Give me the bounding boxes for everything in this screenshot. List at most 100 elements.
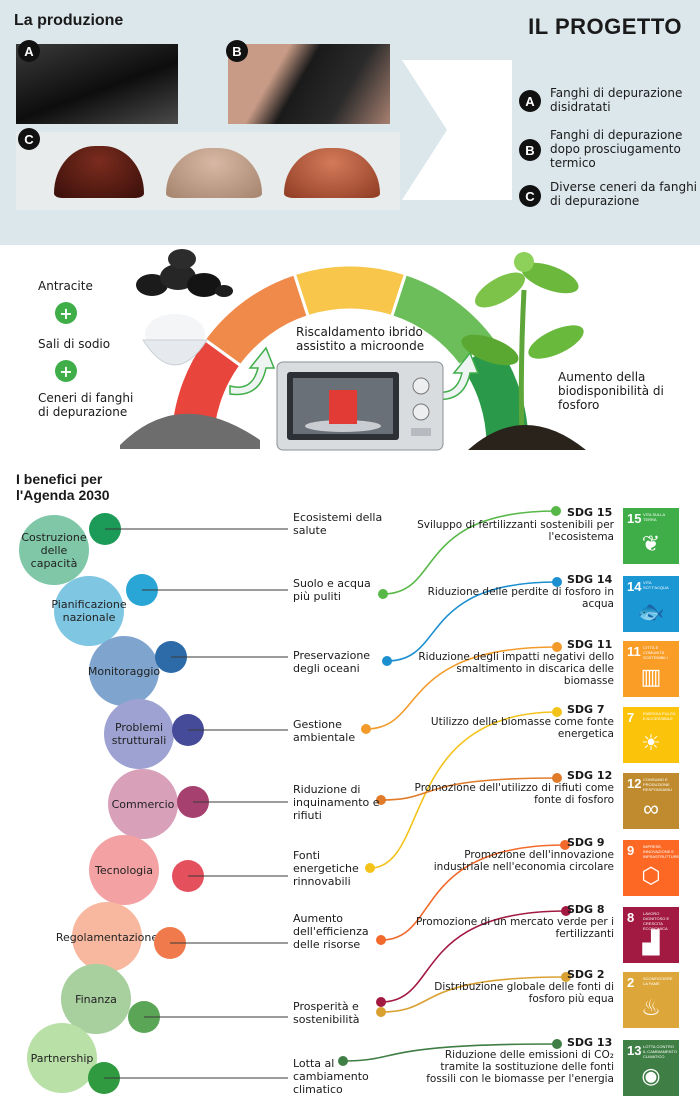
benefit-circle: Commercio (108, 769, 178, 839)
chevron-arrow-icon (402, 60, 512, 200)
sdg-connector-dot (376, 795, 386, 805)
sdg-tile-title: VITA SULLA TERRA (643, 512, 665, 522)
sdg-connector-dot (561, 972, 571, 982)
sdg-tile-number: 8 (627, 910, 635, 925)
benefit-circle: Costruzione delle capacità (19, 515, 89, 585)
sdg-goal-icon: ⬡ (641, 863, 661, 888)
photo-badge-c: C (18, 128, 40, 150)
legend-text-a: Fanghi di depurazione disidratati (550, 86, 683, 114)
photo-ash-samples (16, 132, 400, 210)
benefit-circle: Regolamentazione (56, 902, 158, 972)
sdg-goal-icon: ☀ (641, 730, 661, 755)
sdg-connector-dot (378, 589, 388, 599)
benefit-circle: Pianificazione nazionale (51, 576, 127, 646)
sdg-connector (380, 777, 558, 801)
sdg-connector (380, 910, 567, 1003)
sdg-tile-number: 15 (627, 511, 642, 526)
sdg-tile-title: IMPRESE, INNOVAZIONE E INFRASTRUTTURE (643, 844, 680, 859)
sdg-tile-title: SCONFIGGERE LA FAME (643, 976, 673, 986)
benefit-circle: Monitoraggio (87, 636, 161, 706)
benefit-circle: Finanza (61, 964, 131, 1034)
benefit-item: Preservazione degli oceani (293, 649, 371, 675)
sdg-description: Promozione dell'innovazione industriale … (433, 849, 614, 873)
sdg-description: Riduzione delle emissioni di CO₂ tramite… (426, 1049, 614, 1085)
connector-lines (104, 506, 571, 1079)
benefit-circle-label: Costruzione delle capacità (21, 530, 87, 570)
benefits-title: I benefici per l'Agenda 2030 (16, 471, 110, 503)
photo-dewatered-sludge (16, 44, 178, 124)
sdg-tile: 7 ENERGIA PULITA E ACCESSIBILE ☀ (623, 707, 679, 763)
sdg-tile-number: 13 (627, 1043, 642, 1058)
process-arc (168, 263, 532, 447)
plus-icon: + (55, 302, 77, 324)
benefit-circle-label: Commercio (111, 797, 175, 811)
benefit-circle: Partnership (27, 1023, 97, 1093)
benefit-item: Aumento dell'efficienza delle risorse (293, 912, 369, 951)
sdg-connector-dot (338, 1056, 348, 1066)
plus-icon: + (55, 360, 77, 382)
benefit-item: Fonti energetiche rinnovabili (293, 849, 359, 888)
sdg-tile-title: CITTÀ E COMUNITÀ SOSTENIBILI (643, 645, 668, 660)
sdg-tile-title: LOTTA CONTRO IL CAMBIAMENTO CLIMATICO (643, 1044, 678, 1059)
sdg-description: Promozione di un mercato verde per i fer… (415, 916, 614, 940)
benefit-item: Prosperità e sostenibilità (293, 1000, 360, 1026)
coal-icon (136, 249, 233, 297)
sdg-tile-number: 7 (627, 710, 635, 725)
sdg-goal-icon: ∞ (643, 796, 659, 821)
salt-bowl-icon (142, 314, 208, 366)
project-title: IL PROGETTO (528, 14, 682, 39)
sdg-connector-dot (382, 656, 392, 666)
plant-icon (461, 252, 586, 450)
sdg-description: Riduzione delle perdite di fosforo in ac… (427, 586, 614, 610)
benefit-circle-label: Tecnologia (95, 863, 153, 877)
sdg-code: SDG 9 (567, 836, 605, 849)
benefit-circle: Tecnologia (89, 835, 159, 905)
result-label: Aumento della biodisponibilità di fosfor… (558, 370, 664, 412)
arc-segment (292, 263, 408, 319)
photo-badge-a: A (18, 40, 40, 62)
photo-badge-b: B (226, 40, 248, 62)
sdg-connector-dot (376, 997, 386, 1007)
sdg-connector-dot (551, 506, 561, 516)
sdg-goal-icon: ◉ (641, 1063, 661, 1088)
sdg-tile: 8 LAVORO DIGNITOSO E CRESCITA ECONOMICA▟ (623, 907, 679, 963)
arrow-right-icon (433, 351, 480, 401)
benefit-circle-label: Finanza (75, 992, 117, 1006)
sdg-description: Riduzione degli impatti negativi dello s… (418, 651, 614, 687)
benefit-circle-label: Problemi strutturali (111, 721, 167, 747)
sdg-goal-icon: ♨ (641, 995, 661, 1020)
sdg-tile-title: CONSUMO E PRODUZIONE RESPONSABILI (643, 777, 673, 792)
sdg-tile-title: LAVORO DIGNITOSO E CRESCITA ECONOMICA (643, 911, 670, 931)
sdg-tile-title: ENERGIA PULITA E ACCESSIBILE (643, 711, 676, 721)
sdg-goal-icon: ▥ (640, 664, 662, 689)
legend-badge-a: A (519, 90, 541, 112)
sdg-connector (380, 844, 566, 941)
sdg-code: SDG 11 (567, 638, 613, 651)
arrow-right-icon (229, 346, 276, 396)
benefit-item: Lotta al cambiamento climatico (293, 1057, 369, 1096)
legend-badge-c: C (519, 185, 541, 207)
sdg-connector-dot (365, 863, 375, 873)
sdg-code: SDG 12 (567, 769, 613, 782)
heating-label: Riscaldamento ibrido assistito a microon… (296, 325, 425, 353)
sdg-connector-dot (552, 707, 562, 717)
benefit-circle-label: Regolamentazione (55, 930, 159, 944)
sdg-connector-dot (376, 1007, 386, 1017)
microwave-icon (276, 361, 444, 451)
legend-text-b: Fanghi di depurazione dopo prosciugament… (550, 128, 683, 170)
sdg-connector-dot (552, 577, 562, 587)
sdg-code: SDG 15 (567, 506, 613, 519)
sdg-code: SDG 7 (567, 703, 605, 716)
benefit-item: Riduzione di inquinamento e rifiuti (293, 783, 380, 822)
sdg-tile-number: 11 (627, 644, 641, 659)
sdg-code: SDG 14 (567, 573, 613, 586)
sdg-description: Sviluppo di fertilizzanti sostenibili pe… (417, 519, 614, 543)
benefit-circle-label: Monitoraggio (87, 664, 161, 678)
sdg-description: Promozione dell'utilizzo di rifiuti come… (414, 782, 614, 806)
sdg-description: Distribuzione globale delle fonti di fos… (434, 981, 614, 1005)
sdg-goal-icon: ▟ (642, 930, 660, 955)
